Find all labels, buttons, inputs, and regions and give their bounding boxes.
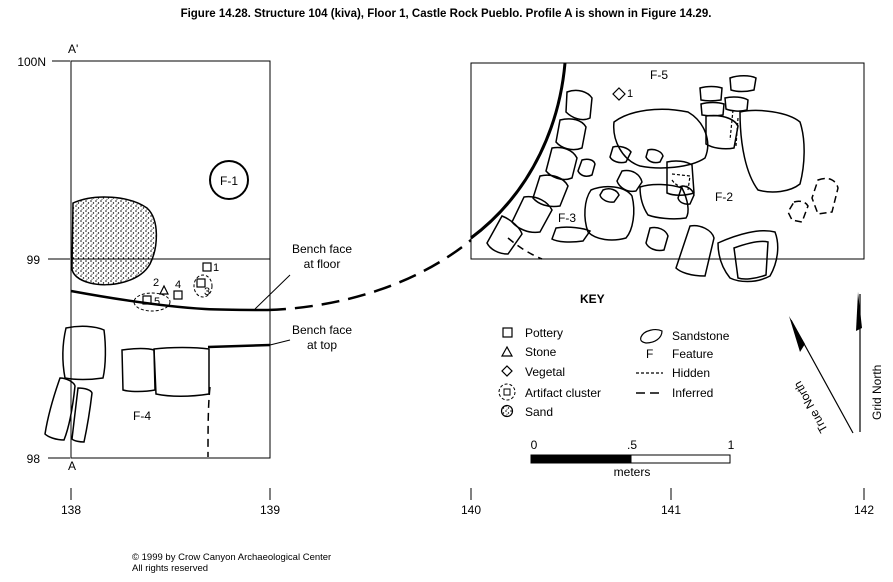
key-sandstone-label: Sandstone [672, 329, 730, 343]
bench-face-floor-line [70, 289, 269, 312]
x-label-140: 140 [461, 503, 481, 517]
bench-top-label-line2: at top [307, 338, 337, 352]
wall-masonry [486, 89, 593, 255]
scale-unit-label: meters [614, 465, 651, 479]
stone-triangle-2 [159, 284, 169, 295]
inferred-stone-edges [787, 177, 839, 223]
true-north-label: True North [791, 379, 831, 436]
key-inferred-label: Inferred [672, 386, 713, 400]
copyright-line-1: © 1999 by Crow Canyon Archaeological Cen… [132, 552, 332, 563]
key-pottery-label: Pottery [525, 326, 563, 340]
key-stone-symbol [500, 345, 514, 357]
artifact-label-4: 4 [175, 279, 181, 291]
scale-tick-half: .5 [627, 438, 637, 452]
bench-face-top-line [207, 343, 271, 349]
scale-bar-white [630, 454, 731, 464]
feature-f2-label: F-2 [715, 190, 733, 204]
key-title: KEY [580, 292, 605, 306]
bench-top-label-line1: Bench face [292, 323, 352, 337]
artifact-label-1: 1 [213, 262, 219, 274]
x-label-141: 141 [661, 503, 681, 517]
key-sandstone-symbol [640, 329, 663, 344]
y-label-98: 98 [27, 452, 41, 466]
y-label-100n: 100N [17, 55, 46, 69]
artifact-cluster-3 [193, 274, 213, 298]
feature-f1-label: F-1 [220, 174, 238, 188]
true-north-arrow: True North [789, 316, 854, 436]
artifact-label-3: 3 [204, 286, 210, 298]
wall-inferred-base [507, 237, 543, 260]
key-hidden-label: Hidden [672, 366, 710, 380]
copyright-notice: © 1999 by Crow Canyon Archaeological Cen… [132, 552, 331, 574]
x-label-138: 138 [61, 503, 81, 517]
x-label-142: 142 [854, 503, 874, 517]
feature-f1-outline [209, 160, 249, 200]
right-excavation-unit [470, 62, 865, 260]
key-vegetal-symbol [501, 365, 513, 377]
sand-deposit [71, 196, 158, 286]
key-feature-label: Feature [672, 347, 714, 361]
key-feature-symbol: F [646, 347, 653, 361]
f4-hidden-edge [207, 386, 211, 458]
x-label-139: 139 [260, 503, 280, 517]
y-label-99: 99 [27, 253, 41, 267]
scale-tick-0: 0 [531, 438, 538, 452]
key-sand-label: Sand [525, 405, 553, 419]
key-vegetal-label: Vegetal [525, 365, 565, 379]
sandstone-blocks-left [44, 325, 210, 443]
key-cluster-symbol [498, 383, 516, 401]
pottery-square-4 [173, 290, 183, 300]
bench-inferred-dashed [267, 239, 472, 312]
x-axis [70, 488, 865, 500]
grid-north-arrow: Grid North [856, 292, 884, 432]
profile-label-a-prime: A' [68, 42, 78, 56]
copyright-line-2: All rights reserved [132, 563, 209, 574]
key-cluster-label: Artifact cluster [525, 386, 601, 400]
pottery-square-5 [142, 295, 152, 305]
feature-f3-label: F-3 [558, 211, 576, 225]
artifact-group: 1 3 2 4 5 [133, 262, 219, 312]
profile-label-a: A [68, 459, 76, 473]
scale-tick-1: 1 [728, 438, 735, 452]
pottery-square-1 [202, 262, 212, 272]
bench-floor-label-line2: at floor [304, 257, 341, 271]
vegetal-diamond-1 [612, 87, 626, 101]
grid-north-label: Grid North [870, 365, 884, 420]
key-pottery-symbol [502, 327, 513, 338]
key-stone-label: Stone [525, 345, 557, 359]
kiva-wall [470, 62, 567, 240]
hidden-stone-edges [671, 109, 739, 191]
bench-floor-leader [254, 274, 291, 310]
figure-title: Figure 14.28. Structure 104 (kiva), Floo… [181, 8, 712, 20]
pottery-square-3 [196, 278, 206, 288]
bench-floor-label-line1: Bench face [292, 242, 352, 256]
feature-f4-label: F-4 [133, 409, 151, 423]
key-cluster-inner [503, 388, 511, 396]
vegetal-label-1: 1 [627, 88, 633, 100]
sandstone-floor-stones [551, 75, 805, 283]
scale-bar-black [530, 454, 632, 464]
artifact-label-5: 5 [154, 296, 160, 308]
artifact-label-2: 2 [153, 277, 159, 289]
artifact-cluster-5 [133, 292, 171, 312]
bench-top-leader [269, 339, 291, 346]
key-sand-symbol [500, 404, 514, 418]
feature-f5-label: F-5 [650, 68, 668, 82]
